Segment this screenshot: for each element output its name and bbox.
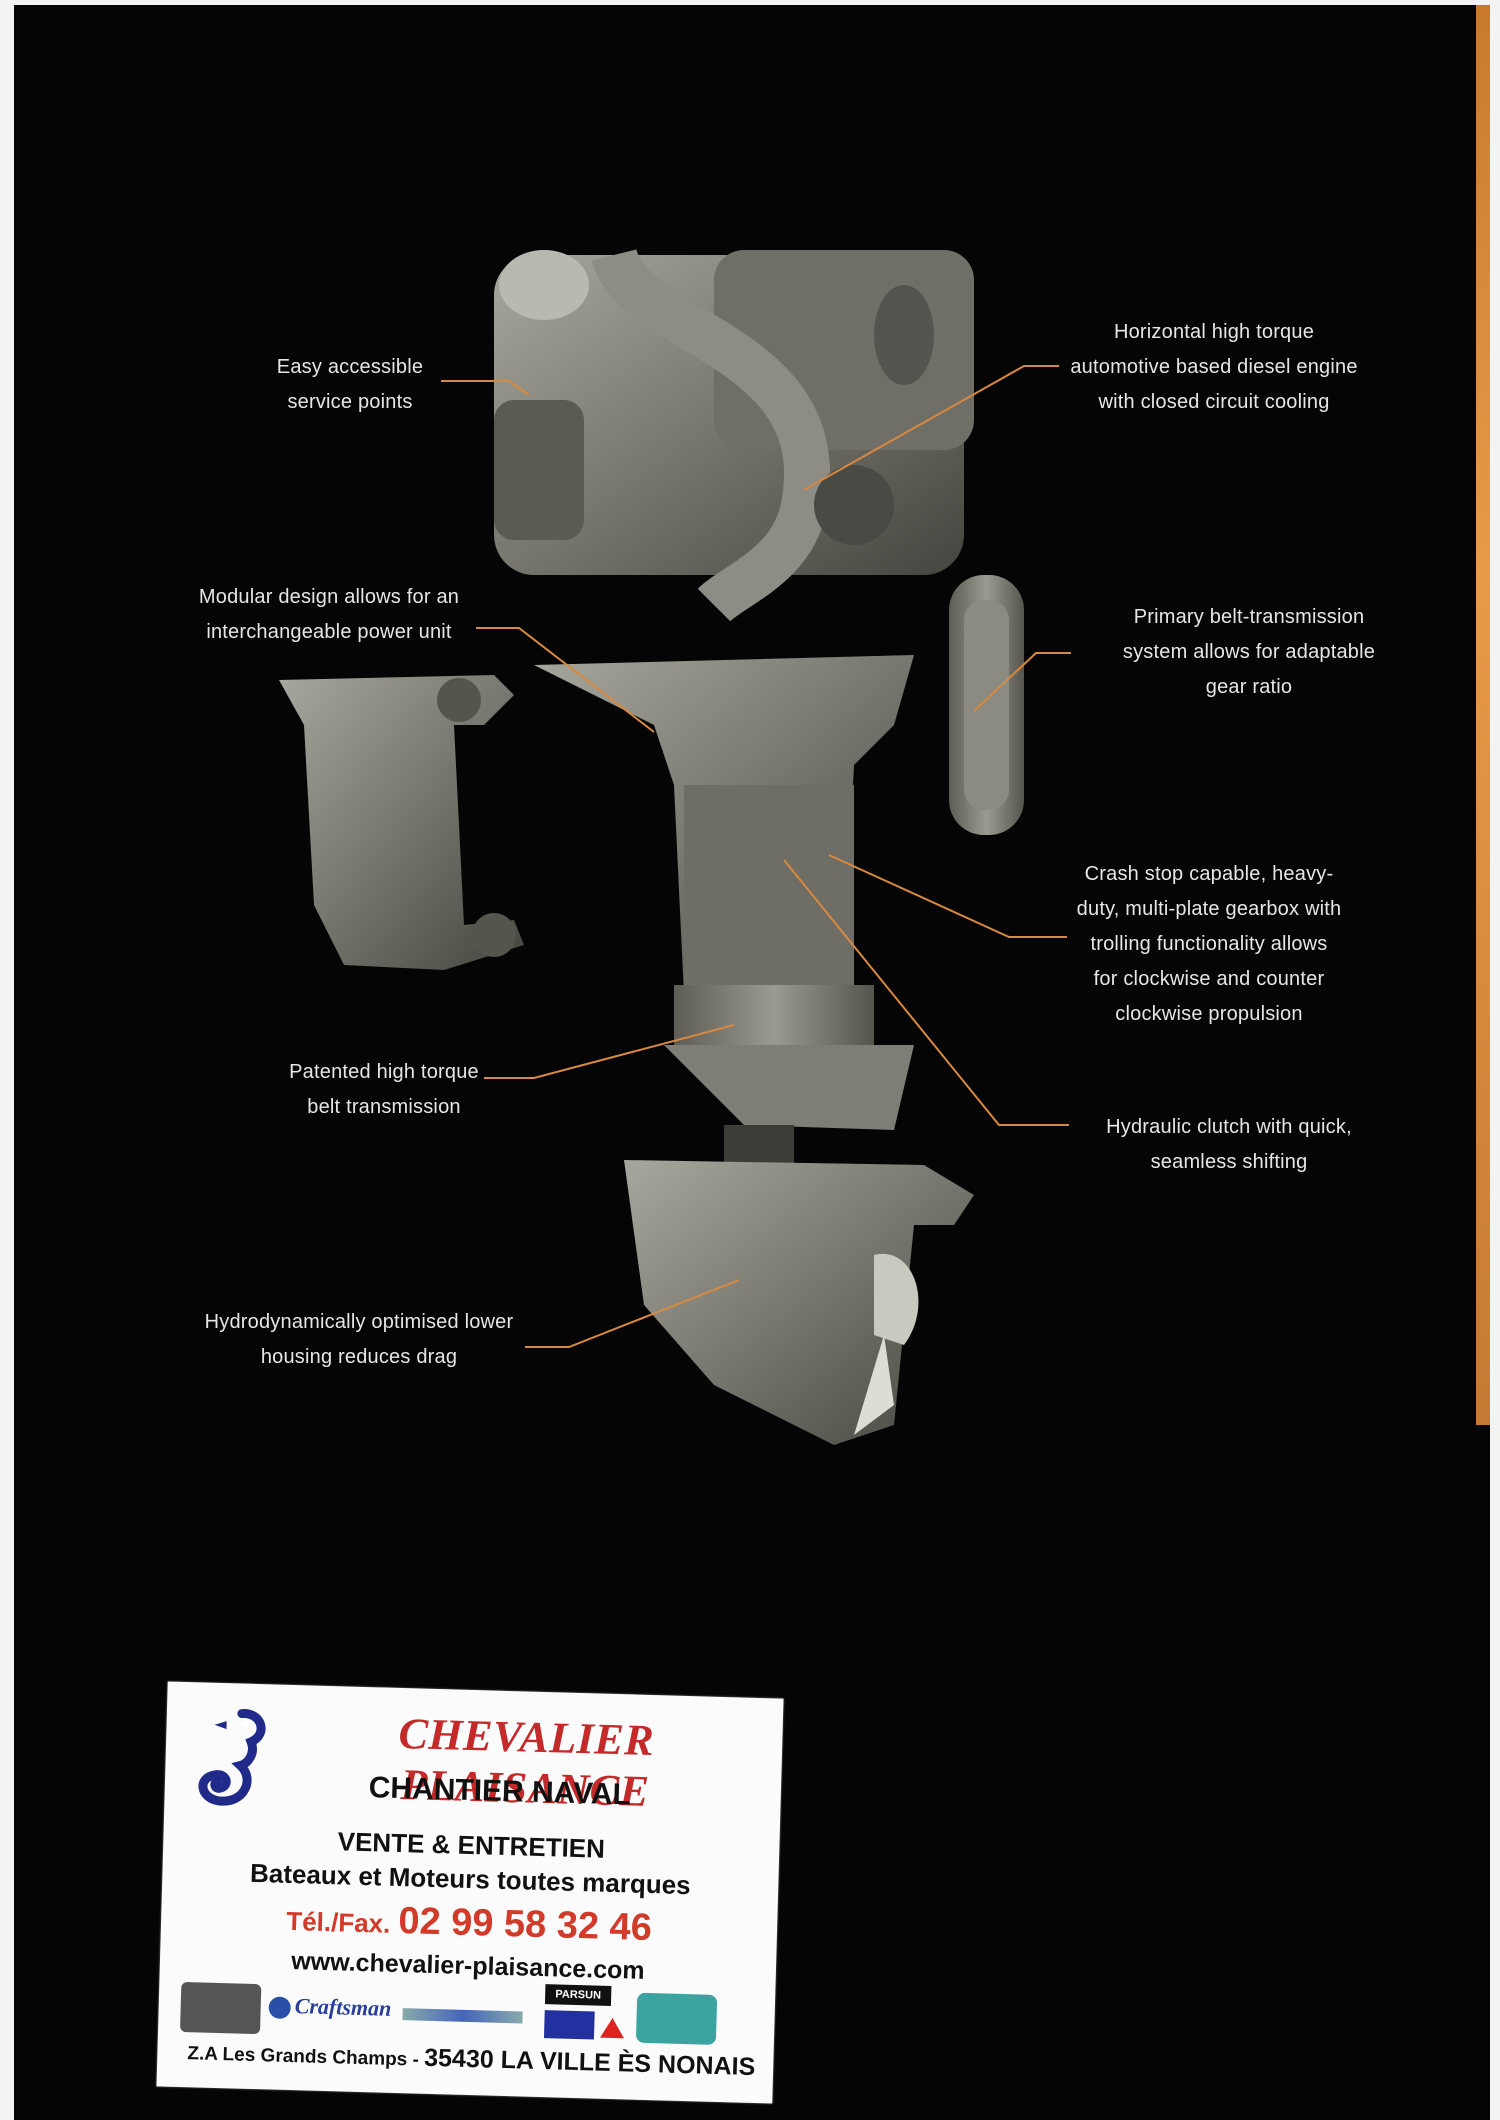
callout-engine: Horizontal high torque automotive based … [1070, 321, 1358, 413]
callout-primary-belt: Primary belt-transmission system allows … [1122, 606, 1376, 698]
leader-gearbox [828, 854, 1067, 938]
diesel-engine-shape [494, 247, 974, 623]
leader-service-points [441, 380, 530, 396]
dealer-flyer: CHEVALIER PLAISANCE CHANTIER NAVAL VENTE… [156, 1681, 784, 2104]
seahorse-logo-icon [198, 1709, 266, 1806]
callout-clutch: Hydraulic clutch with quick, seamless sh… [1106, 1116, 1352, 1173]
phone-line: Tél./Fax.02 99 58 32 46 [161, 1893, 778, 1953]
callout-leader-lines [441, 365, 1071, 1348]
badge-icon [268, 1996, 292, 2020]
midsection-shape [534, 655, 914, 1165]
phone-label: Tél./Fax. [285, 1905, 391, 1939]
callout-patented-belt: Patented high torque belt transmission [289, 1061, 479, 1118]
engine-illustration [279, 247, 1071, 1445]
callout-lower-housing: Hydrodynamically optimised lower housing… [204, 1311, 514, 1368]
address-street: Z.A Les Grands Champs - [187, 2043, 425, 2071]
address-city: 35430 LA VILLE ÈS NONAIS [423, 2043, 756, 2082]
orange-page-edge [1476, 5, 1490, 1425]
leader-clutch [783, 859, 1069, 1126]
leader-primary-belt [973, 652, 1071, 712]
warning-logo-icon [599, 2017, 625, 2039]
mide-logo-icon [543, 2010, 595, 2040]
callout-modular: Modular design allows for an interchange… [198, 586, 460, 643]
brand-banner-logo [402, 2008, 523, 2024]
leader-engine [803, 365, 1059, 491]
leader-modular [476, 627, 655, 733]
callout-service-points: Easy accessible service points [276, 356, 424, 413]
craftsman-logo: Craftsman [294, 1993, 392, 2021]
callout-gearbox: Crash stop capable, heavy- duty, multi-p… [1076, 863, 1342, 1025]
parsun-logo: PARSUN [544, 1984, 612, 2006]
mounting-bracket-shape [279, 675, 524, 970]
belt-cover-shape [949, 575, 1024, 835]
phone-number[interactable]: 02 99 58 32 46 [397, 1900, 653, 1950]
leader-lower-housing [525, 1279, 740, 1348]
lower-housing-shape [624, 1160, 974, 1445]
leader-patented-belt [484, 1024, 735, 1079]
engine-thumbnail-icon [179, 1981, 262, 2035]
engine-thumbnail-teal-icon [635, 1992, 718, 2045]
